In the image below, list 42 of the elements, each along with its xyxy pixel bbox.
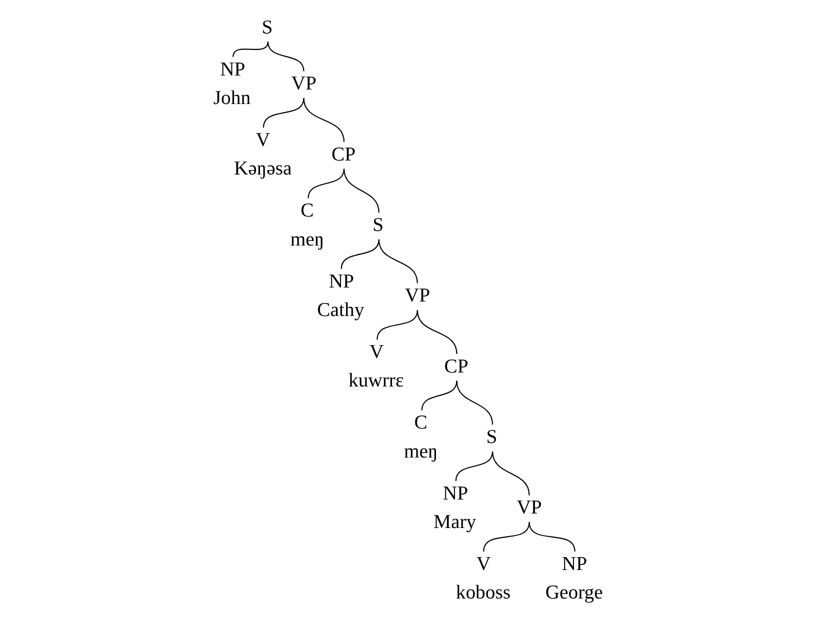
node-text: S <box>372 214 384 236</box>
node-text: NP <box>561 553 587 576</box>
node-text: V <box>476 553 490 576</box>
connector <box>266 42 304 72</box>
node-text: NP <box>442 482 468 504</box>
node-text: C <box>414 412 427 434</box>
node-label: koboss <box>455 582 510 604</box>
node-label: Kəŋəsa <box>233 158 292 180</box>
node-text: VP <box>404 284 430 307</box>
connector <box>420 380 457 410</box>
node-label: meŋ <box>403 440 438 462</box>
node-text: C <box>300 200 314 222</box>
node-label: George <box>544 582 602 604</box>
connector <box>343 168 379 213</box>
connector <box>340 239 379 270</box>
node-label: kuwrrɛ <box>348 370 404 392</box>
connector <box>528 522 575 552</box>
connector <box>454 451 493 482</box>
node-label: meŋ <box>290 228 324 250</box>
node-text: NP <box>328 270 354 292</box>
node-text: CP <box>444 355 468 378</box>
node-text: V <box>369 341 384 364</box>
node-label: Cathy <box>316 299 364 322</box>
connector <box>262 98 304 128</box>
node-text: S <box>486 426 497 448</box>
node-label: John <box>212 86 250 109</box>
node-text: CP <box>331 143 356 166</box>
connector <box>232 42 268 57</box>
connector <box>302 98 344 142</box>
connector <box>482 522 530 552</box>
connector <box>376 310 418 340</box>
node-text: VP <box>290 72 316 95</box>
connector <box>492 451 530 496</box>
connector <box>456 380 493 425</box>
node-label: Mary <box>433 511 476 534</box>
node-text: NP <box>220 58 245 80</box>
node-text: VP <box>516 496 542 519</box>
connector <box>378 239 418 284</box>
node-text: S <box>261 16 272 38</box>
connector <box>307 168 344 198</box>
connector <box>416 310 457 354</box>
node-text: V <box>255 129 270 152</box>
